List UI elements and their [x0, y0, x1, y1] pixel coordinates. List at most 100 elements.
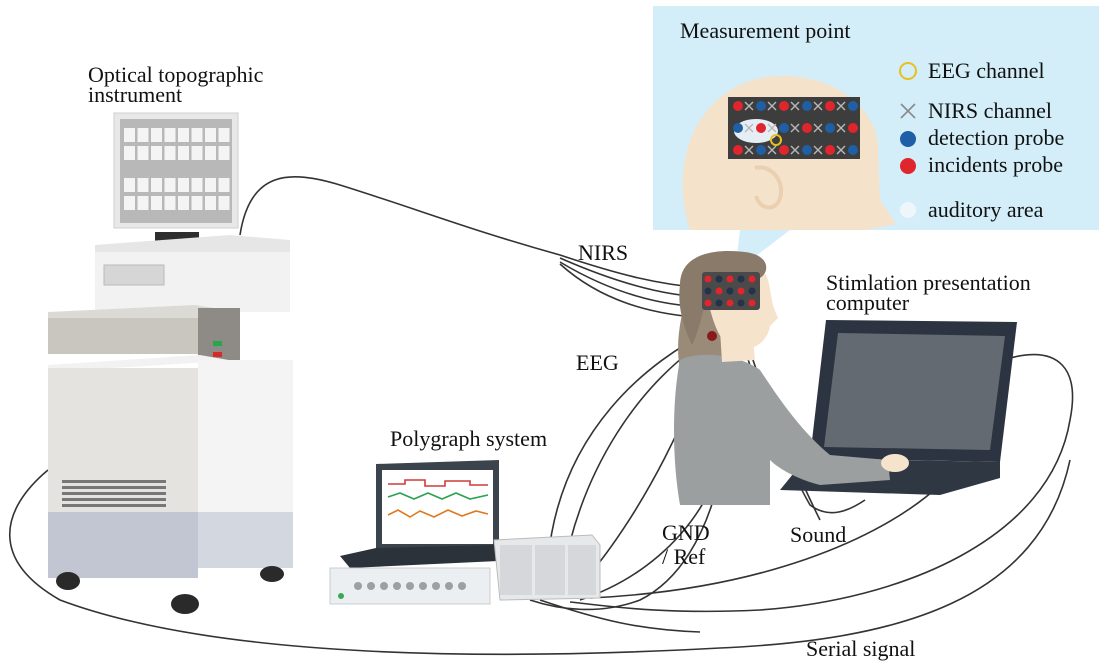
- cap-incident-probe: [726, 275, 734, 283]
- screen-tile: [191, 178, 203, 192]
- cap-incident-probe: [748, 299, 756, 307]
- gnd-label: GND: [662, 520, 710, 545]
- optical-instrument-label-2: instrument: [88, 82, 183, 107]
- screen-tile: [191, 146, 203, 160]
- amplifier-knob: [367, 582, 375, 590]
- serial-signal-label: Serial signal: [806, 636, 916, 661]
- nirs-channel-cross: [744, 145, 754, 155]
- cabinet-base-side: [198, 512, 293, 568]
- nirs-channel-cross: [767, 123, 777, 133]
- status-led-red: [213, 352, 222, 357]
- stim-computer-label-2: computer: [826, 290, 910, 315]
- screen-tile: [191, 196, 203, 210]
- green-trace: [387, 492, 489, 500]
- detection-probe-icon: [900, 131, 916, 147]
- detection-probe-dot: [733, 123, 743, 133]
- cap-incident-probe: [726, 299, 734, 307]
- incident-probe-dot: [802, 123, 812, 133]
- screen-tile: [137, 178, 149, 192]
- incident-probe-dot: [825, 101, 835, 111]
- optical-topographic-instrument: [48, 112, 293, 614]
- amp-power-led: [338, 593, 344, 599]
- nirs-label: NIRS: [578, 240, 629, 265]
- monitor-stand: [155, 232, 199, 242]
- polygraph-system: [329, 460, 601, 605]
- stim-computer-label-1: Stimlation presentation: [826, 270, 1031, 295]
- amplifier-knobs: [354, 582, 466, 590]
- screen-tile: [137, 196, 149, 210]
- screen-tile: [178, 146, 189, 160]
- subject-person: [674, 250, 909, 505]
- inset-probe-dots: [733, 101, 858, 155]
- screen-tile: [205, 178, 216, 192]
- nirs-channel-cross: [744, 123, 754, 133]
- nirs-channel-cross: [813, 145, 823, 155]
- cabinet-body-side: [198, 360, 293, 518]
- amplifier-knob: [354, 582, 362, 590]
- nirs-channel-cross: [767, 101, 777, 111]
- screen-tile: [218, 146, 230, 160]
- nirs-channel-cross: [836, 123, 846, 133]
- cap-detection-probe: [737, 275, 745, 283]
- screen-tile: [164, 146, 176, 160]
- sound-label: Sound: [790, 522, 847, 547]
- cap-incident-probe: [715, 287, 723, 295]
- screen-tile: [151, 196, 162, 210]
- nirs-channel-cross: [836, 101, 846, 111]
- nirs-channel-icon: [900, 103, 916, 119]
- inset-ear: [754, 165, 784, 210]
- cap-detection-probe: [715, 299, 723, 307]
- screen-tile: [124, 196, 135, 210]
- screen-tile: [178, 178, 189, 192]
- wheel: [56, 572, 80, 590]
- detection-probe-dot: [779, 123, 789, 133]
- wheel: [171, 594, 199, 614]
- red-trace: [388, 479, 488, 487]
- nirs-channel-cross: [790, 101, 800, 111]
- incident-probe-icon: [900, 158, 916, 174]
- nirs-channel-cross: [813, 101, 823, 111]
- status-led-green: [213, 341, 222, 346]
- screen-tiles: [124, 128, 230, 210]
- screen-tile: [151, 128, 162, 142]
- cap-incident-probe: [704, 299, 712, 307]
- amplifier-knob: [432, 582, 440, 590]
- screen-tile: [218, 196, 230, 210]
- stim-laptop-screen: [824, 333, 1005, 450]
- screen-tile: [124, 146, 135, 160]
- cap-detection-probe: [737, 299, 745, 307]
- computer-amp-cable: [589, 484, 941, 599]
- screen-tile: [124, 178, 135, 192]
- legend-nirs-channel: NIRS channel: [928, 98, 1053, 123]
- amplifier-knob: [393, 582, 401, 590]
- optical-instrument-label-1: Optical topographic: [88, 62, 264, 87]
- screen-tile: [218, 128, 230, 142]
- amplifier-knob: [380, 582, 388, 590]
- cabinet-drawer: [103, 264, 165, 286]
- cabinet-body-front: [48, 368, 198, 518]
- detection-probe-dot: [802, 145, 812, 155]
- cap-incident-probe: [748, 275, 756, 283]
- legend-eeg-channel: EEG channel: [928, 58, 1045, 83]
- incident-probe-dot: [733, 145, 743, 155]
- cap-probe-dots: [704, 275, 756, 307]
- detection-probe-dot: [825, 123, 835, 133]
- incident-probe-dot: [779, 101, 789, 111]
- screen-tile: [151, 146, 162, 160]
- screen-tile: [191, 128, 203, 142]
- legend-auditory-area: auditory area: [928, 197, 1044, 222]
- screen-tile: [164, 128, 176, 142]
- incident-probe-dot: [825, 145, 835, 155]
- cap-detection-probe: [704, 287, 712, 295]
- legend-detection-probe: detection probe: [928, 125, 1065, 150]
- inset-eeg-ring: [770, 134, 782, 146]
- subject-sweater: [674, 354, 890, 505]
- amplifier-knob: [445, 582, 453, 590]
- inset-title: Measurement point: [680, 18, 851, 43]
- screen-tile: [151, 178, 162, 192]
- subject-hand: [881, 454, 909, 472]
- cap-incident-probe: [737, 287, 745, 295]
- cabinet-base-front: [48, 512, 198, 578]
- cap-detection-probe: [748, 287, 756, 295]
- screen-tile: [205, 196, 216, 210]
